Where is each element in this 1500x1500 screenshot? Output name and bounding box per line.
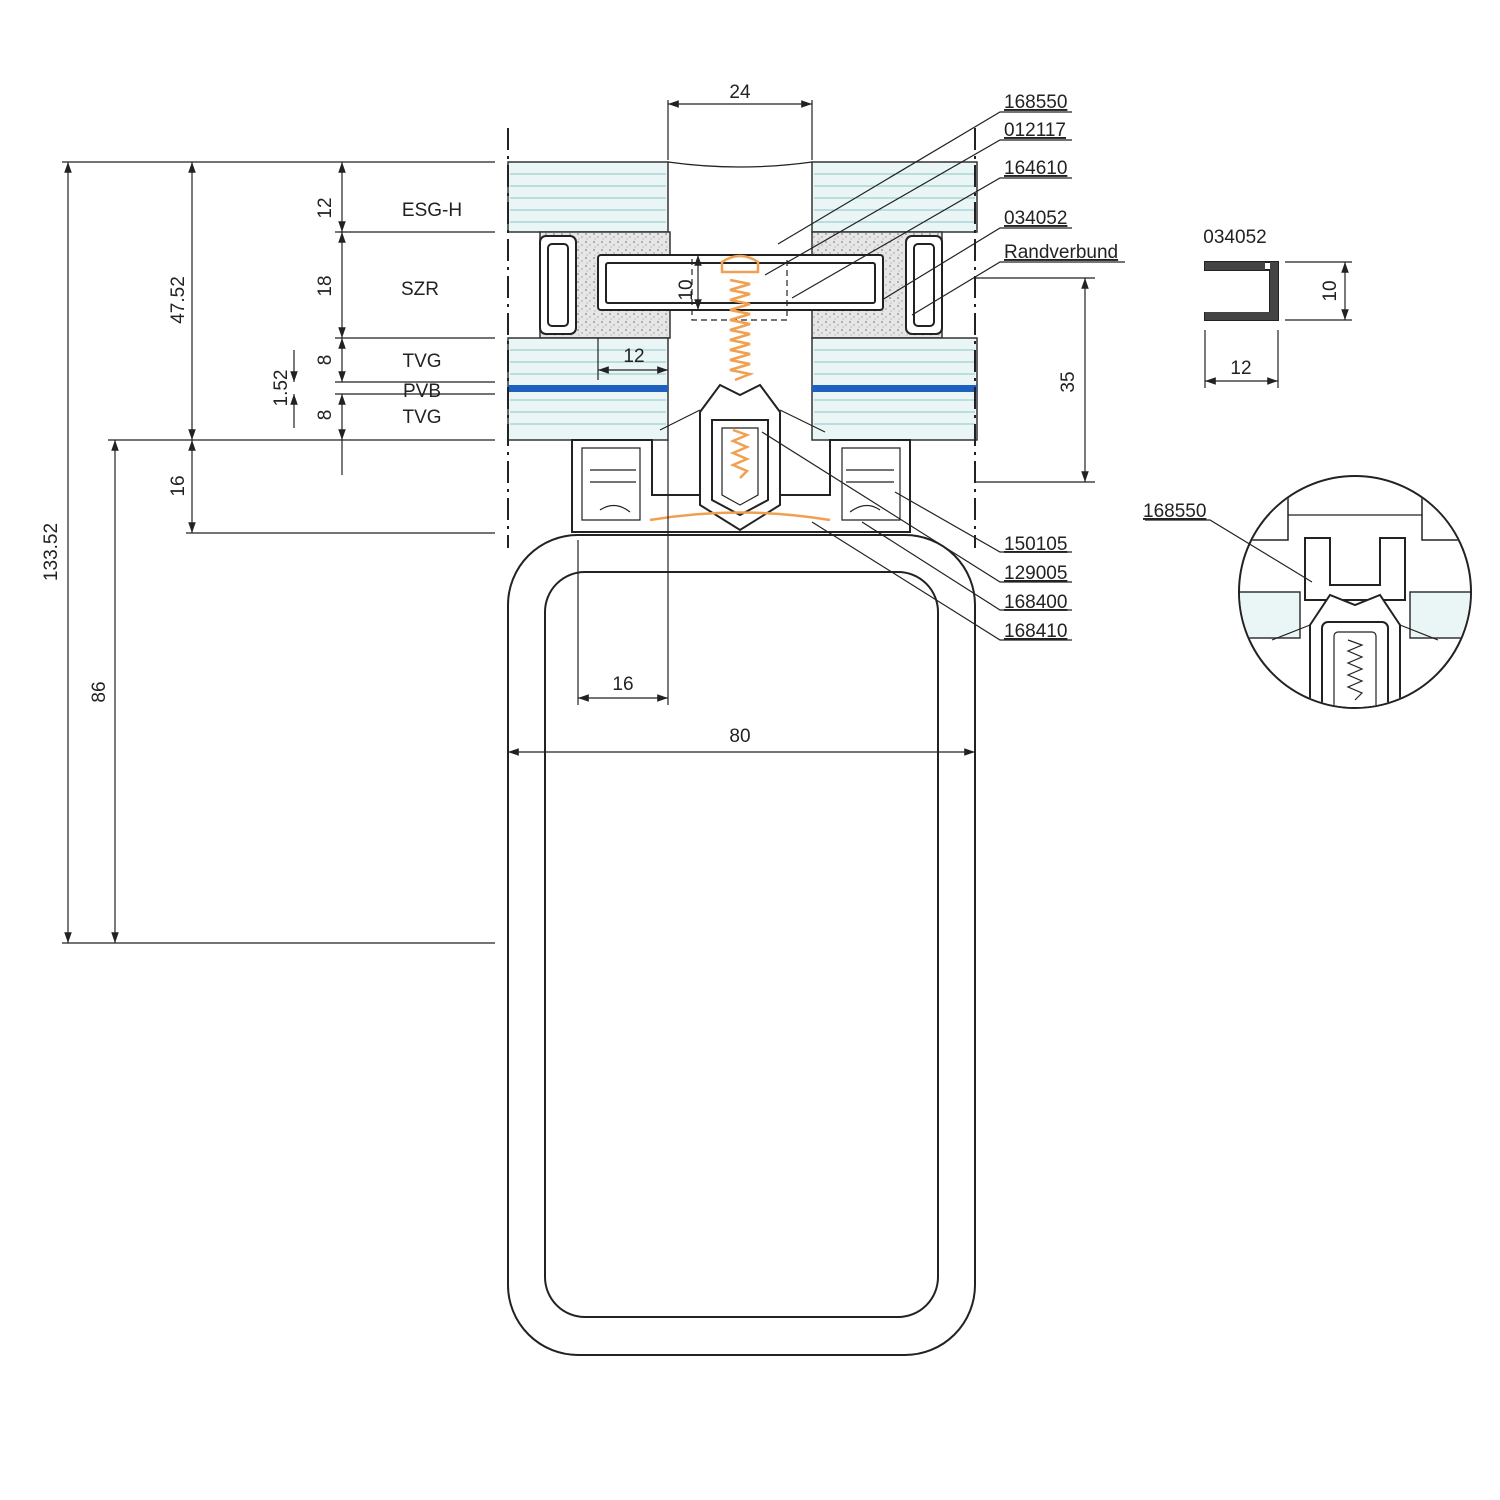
detail-u-profile: 034052 10 12 — [1203, 227, 1352, 388]
glass-top-esg — [507, 161, 978, 233]
detail-circle: 168550 — [1143, 475, 1472, 709]
dim-overall: 133.52 — [41, 523, 62, 581]
detail-profile-width: 12 — [1230, 358, 1251, 379]
part-label-3: 164610 — [1004, 158, 1067, 179]
dim-post-height: 86 — [89, 681, 110, 702]
layer-name-3: PVB — [403, 381, 441, 402]
screw — [720, 254, 760, 479]
clamp-profile — [571, 383, 911, 533]
dimension-values: 133.52 86 47.52 16 24 10 12 35 16 80 — [41, 82, 1079, 747]
glass-laminated-tvg — [507, 337, 978, 441]
layer-thickness-1: 18 — [315, 275, 336, 296]
part-label-9: 168410 — [1004, 621, 1067, 642]
center-lines — [507, 128, 976, 548]
part-number-labels: 168550 012117 164610 034052 Randverbund … — [1004, 92, 1118, 642]
layer-thickness-4: 8 — [315, 410, 336, 421]
detail-circle-label: 168550 — [1143, 501, 1206, 522]
part-label-4: 034052 — [1004, 208, 1067, 229]
dim-spacer-height: 10 — [676, 279, 697, 300]
part-label-6: 150105 — [1004, 534, 1067, 555]
part-label-7: 129005 — [1004, 563, 1067, 584]
leader-lines — [761, 111, 1125, 641]
part-label-1: 168550 — [1004, 92, 1067, 113]
dim-post-width: 80 — [729, 726, 750, 747]
detail-profile-height: 10 — [1320, 280, 1341, 301]
post-tube — [507, 534, 976, 1356]
dim-profile-height: 16 — [168, 475, 189, 496]
dimension-lines — [62, 100, 1095, 944]
layer-thickness-2: 8 — [315, 355, 336, 366]
dim-top-width: 24 — [729, 82, 751, 103]
part-label-2: 012117 — [1004, 120, 1066, 141]
dim-offset: 16 — [612, 674, 633, 695]
part-label-5: Randverbund — [1004, 242, 1118, 263]
layer-name-2: TVG — [402, 351, 441, 372]
layer-name-1: SZR — [401, 279, 439, 300]
dim-glass-total: 47.52 — [168, 276, 189, 324]
layer-thickness-3: 1.52 — [271, 370, 292, 407]
dim-edge-width: 12 — [623, 346, 644, 367]
layer-labels: ESG-H SZR TVG PVB TVG 12 18 8 1.52 8 — [271, 197, 462, 428]
layer-name-4: TVG — [402, 407, 441, 428]
layer-thickness-0: 12 — [315, 197, 336, 218]
layer-name-0: ESG-H — [402, 200, 462, 221]
part-label-8: 168400 — [1004, 592, 1067, 613]
detail-profile-label: 034052 — [1203, 227, 1266, 248]
dim-screw-zone: 35 — [1058, 371, 1079, 392]
